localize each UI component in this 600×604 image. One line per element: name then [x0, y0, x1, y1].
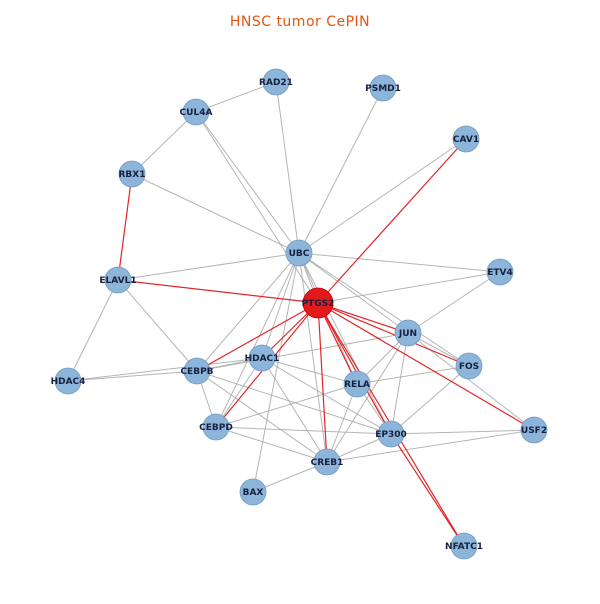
node-RBX1: RBX1 — [118, 160, 146, 188]
node-circle — [520, 416, 548, 444]
node-RELA: RELA — [343, 370, 371, 398]
edge-HDAC4-CEBPB — [67, 370, 198, 382]
edge-CEBPB-EP300 — [196, 370, 392, 435]
edge-UBC-BAX — [252, 252, 300, 493]
node-CEBPB: CEBPB — [180, 357, 214, 385]
node-CEBPD: CEBPD — [199, 413, 233, 441]
edge-CEBPD-CREB1 — [215, 426, 328, 463]
node-CREB1: CREB1 — [311, 448, 343, 476]
edge-PTGS2-JUN — [317, 302, 409, 334]
edge-FOS-RELA — [356, 365, 470, 385]
node-HDAC1: HDAC1 — [245, 344, 279, 372]
node-PSMD1: PSMD1 — [365, 74, 401, 102]
edge-UBC-CEBPD — [215, 252, 300, 428]
node-circle — [54, 367, 82, 395]
node-circle — [394, 319, 422, 347]
edge-RBX1-UBC — [131, 173, 300, 254]
edge-PTGS2-CREB1 — [317, 302, 328, 463]
edge-CEBPB-CREB1 — [196, 370, 328, 463]
node-FOS: FOS — [455, 352, 483, 380]
node-circle — [313, 448, 341, 476]
edge-UBC-JUN — [298, 252, 409, 334]
edge-JUN-CREB1 — [326, 332, 409, 463]
edge-HDAC1-EP300 — [261, 357, 392, 435]
node-HDAC4: HDAC4 — [51, 367, 85, 395]
node-CAV1: CAV1 — [452, 125, 480, 153]
edge-CAV1-PTGS2 — [317, 138, 467, 304]
edge-RELA-CEBPD — [215, 383, 358, 428]
node-UBC: UBC — [285, 239, 313, 267]
edge-CEBPD-EP300 — [215, 426, 392, 435]
edge-CREB1-USF2 — [326, 429, 535, 463]
edge-EP300-NFATC1 — [390, 433, 465, 547]
node-NFATC1: NFATC1 — [445, 532, 483, 560]
node-circle — [118, 160, 146, 188]
node-circle — [182, 98, 210, 126]
node-circle — [104, 266, 132, 294]
edge-JUN-USF2 — [407, 332, 535, 431]
chart-title: HNSC tumor CePIN — [230, 14, 370, 30]
edge-JUN-EP300 — [390, 332, 409, 435]
edge-HDAC4-HDAC1 — [67, 357, 263, 382]
edge-UBC-HDAC1 — [261, 252, 300, 359]
node-circle — [262, 68, 290, 96]
edge-UBC-CEBPB — [196, 252, 300, 372]
node-circle — [369, 74, 397, 102]
edge-RAD21-CUL4A — [195, 81, 277, 113]
node-ETV4: ETV4 — [486, 258, 514, 286]
edge-ETV4-PTGS2 — [317, 271, 501, 304]
node-BAX: BAX — [239, 478, 267, 506]
node-circle — [343, 370, 371, 398]
node-circle — [239, 478, 267, 506]
edge-FOS-EP300 — [390, 365, 470, 435]
node-ELAVL1: ELAVL1 — [99, 266, 137, 294]
edge-JUN-CEBPB — [196, 332, 409, 372]
edge-HDAC1-CREB1 — [261, 357, 328, 463]
edge-PTGS2-FOS — [317, 302, 470, 367]
edge-PTGS2-CEBPB — [196, 302, 319, 372]
edge-UBC-FOS — [298, 252, 470, 367]
node-circle — [285, 239, 313, 267]
node-RAD21: RAD21 — [259, 68, 293, 96]
edge-RBX1-ELAVL1 — [117, 173, 133, 281]
node-circle — [455, 352, 483, 380]
edge-UBC-ETV4 — [298, 252, 501, 273]
edge-ETV4-JUN — [407, 271, 501, 334]
node-circle — [450, 532, 478, 560]
edge-UBC-CREB1 — [298, 252, 328, 463]
node-circle — [183, 357, 211, 385]
edge-RELA-CREB1 — [326, 383, 358, 463]
edge-PTGS2-EP300 — [317, 302, 392, 435]
node-circle — [248, 344, 276, 372]
edge-RAD21-UBC — [275, 81, 300, 254]
edge-EP300-USF2 — [390, 429, 535, 435]
edge-UBC-EP300 — [298, 252, 392, 435]
node-JUN: JUN — [394, 319, 422, 347]
edge-HDAC1-CEBPD — [215, 357, 263, 428]
node-circle — [377, 420, 405, 448]
edge-CUL4A-PTGS2 — [195, 111, 319, 304]
node-circle — [202, 413, 230, 441]
edge-ELAVL1-CEBPB — [117, 279, 198, 372]
edge-ELAVL1-HDAC4 — [67, 279, 119, 382]
edge-CUL4A-UBC — [195, 111, 300, 254]
edge-CAV1-UBC — [298, 138, 467, 254]
edge-UBC-ELAVL1 — [117, 252, 300, 281]
node-USF2: USF2 — [520, 416, 548, 444]
edge-PSMD1-UBC — [298, 87, 384, 254]
edge-ELAVL1-PTGS2 — [117, 279, 319, 304]
highlighted-node-circle — [302, 287, 334, 319]
edge-PTGS2-USF2 — [317, 302, 535, 431]
node-CUL4A: CUL4A — [180, 98, 212, 126]
node-circle — [486, 258, 514, 286]
node-circle — [452, 125, 480, 153]
edge-CUL4A-RBX1 — [131, 111, 197, 175]
edge-RELA-HDAC1 — [261, 357, 358, 385]
